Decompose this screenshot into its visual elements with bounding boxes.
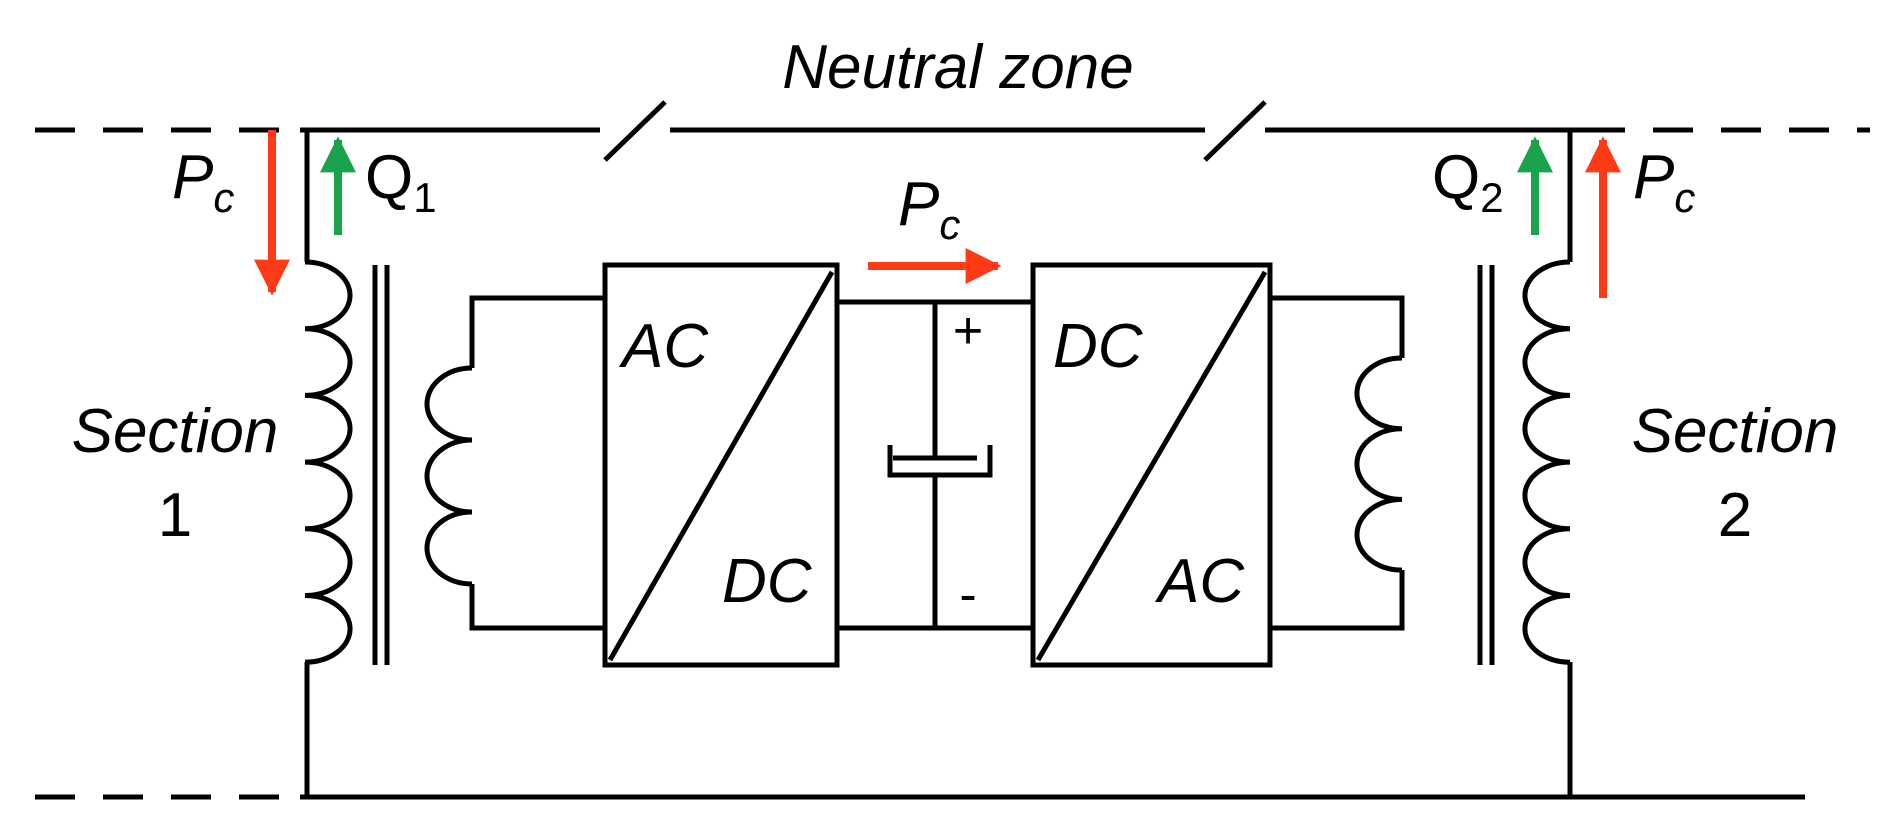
pc-left-label: Pc — [172, 143, 234, 221]
converter-1-ac-label: AC — [618, 312, 709, 381]
right-secondary-leads — [1270, 295, 1405, 631]
left-transformer-core — [372, 265, 390, 665]
right-secondary-winding — [1354, 355, 1403, 573]
q2-label: Q2 — [1432, 143, 1504, 221]
section-1-label: Section — [72, 397, 279, 466]
dc-minus-label: - — [959, 566, 976, 624]
left-primary-winding — [304, 259, 353, 665]
pc-center-label: Pc — [898, 170, 960, 248]
left-secondary-leads — [469, 295, 605, 631]
neutral-section-insulator-1 — [603, 100, 667, 162]
neutral-zone-label: Neutral zone — [782, 33, 1134, 102]
section-1-number: 1 — [158, 481, 192, 550]
converter-2-box — [1030, 262, 1273, 668]
section-2-label: Section — [1632, 397, 1839, 466]
converter-2-dc-label: DC — [1053, 312, 1144, 381]
converter-1-box — [602, 262, 840, 668]
pc-right-label: Pc — [1633, 143, 1695, 221]
q1-label: Q1 — [365, 143, 437, 221]
converter-1-dc-label: DC — [722, 547, 813, 616]
converter-2-diagonal — [1035, 270, 1268, 662]
right-primary-winding — [1522, 259, 1571, 665]
neutral-section-insulator-2 — [1203, 100, 1267, 162]
converter-2-ac-label: AC — [1154, 547, 1245, 616]
converter-1-diagonal — [607, 270, 835, 662]
dc-plus-label: + — [953, 302, 983, 360]
section-2-number: 2 — [1718, 481, 1752, 550]
dc-capacitor-plate-bottom — [887, 445, 993, 478]
right-transformer-core — [1477, 265, 1495, 665]
left-secondary-winding — [424, 365, 473, 587]
